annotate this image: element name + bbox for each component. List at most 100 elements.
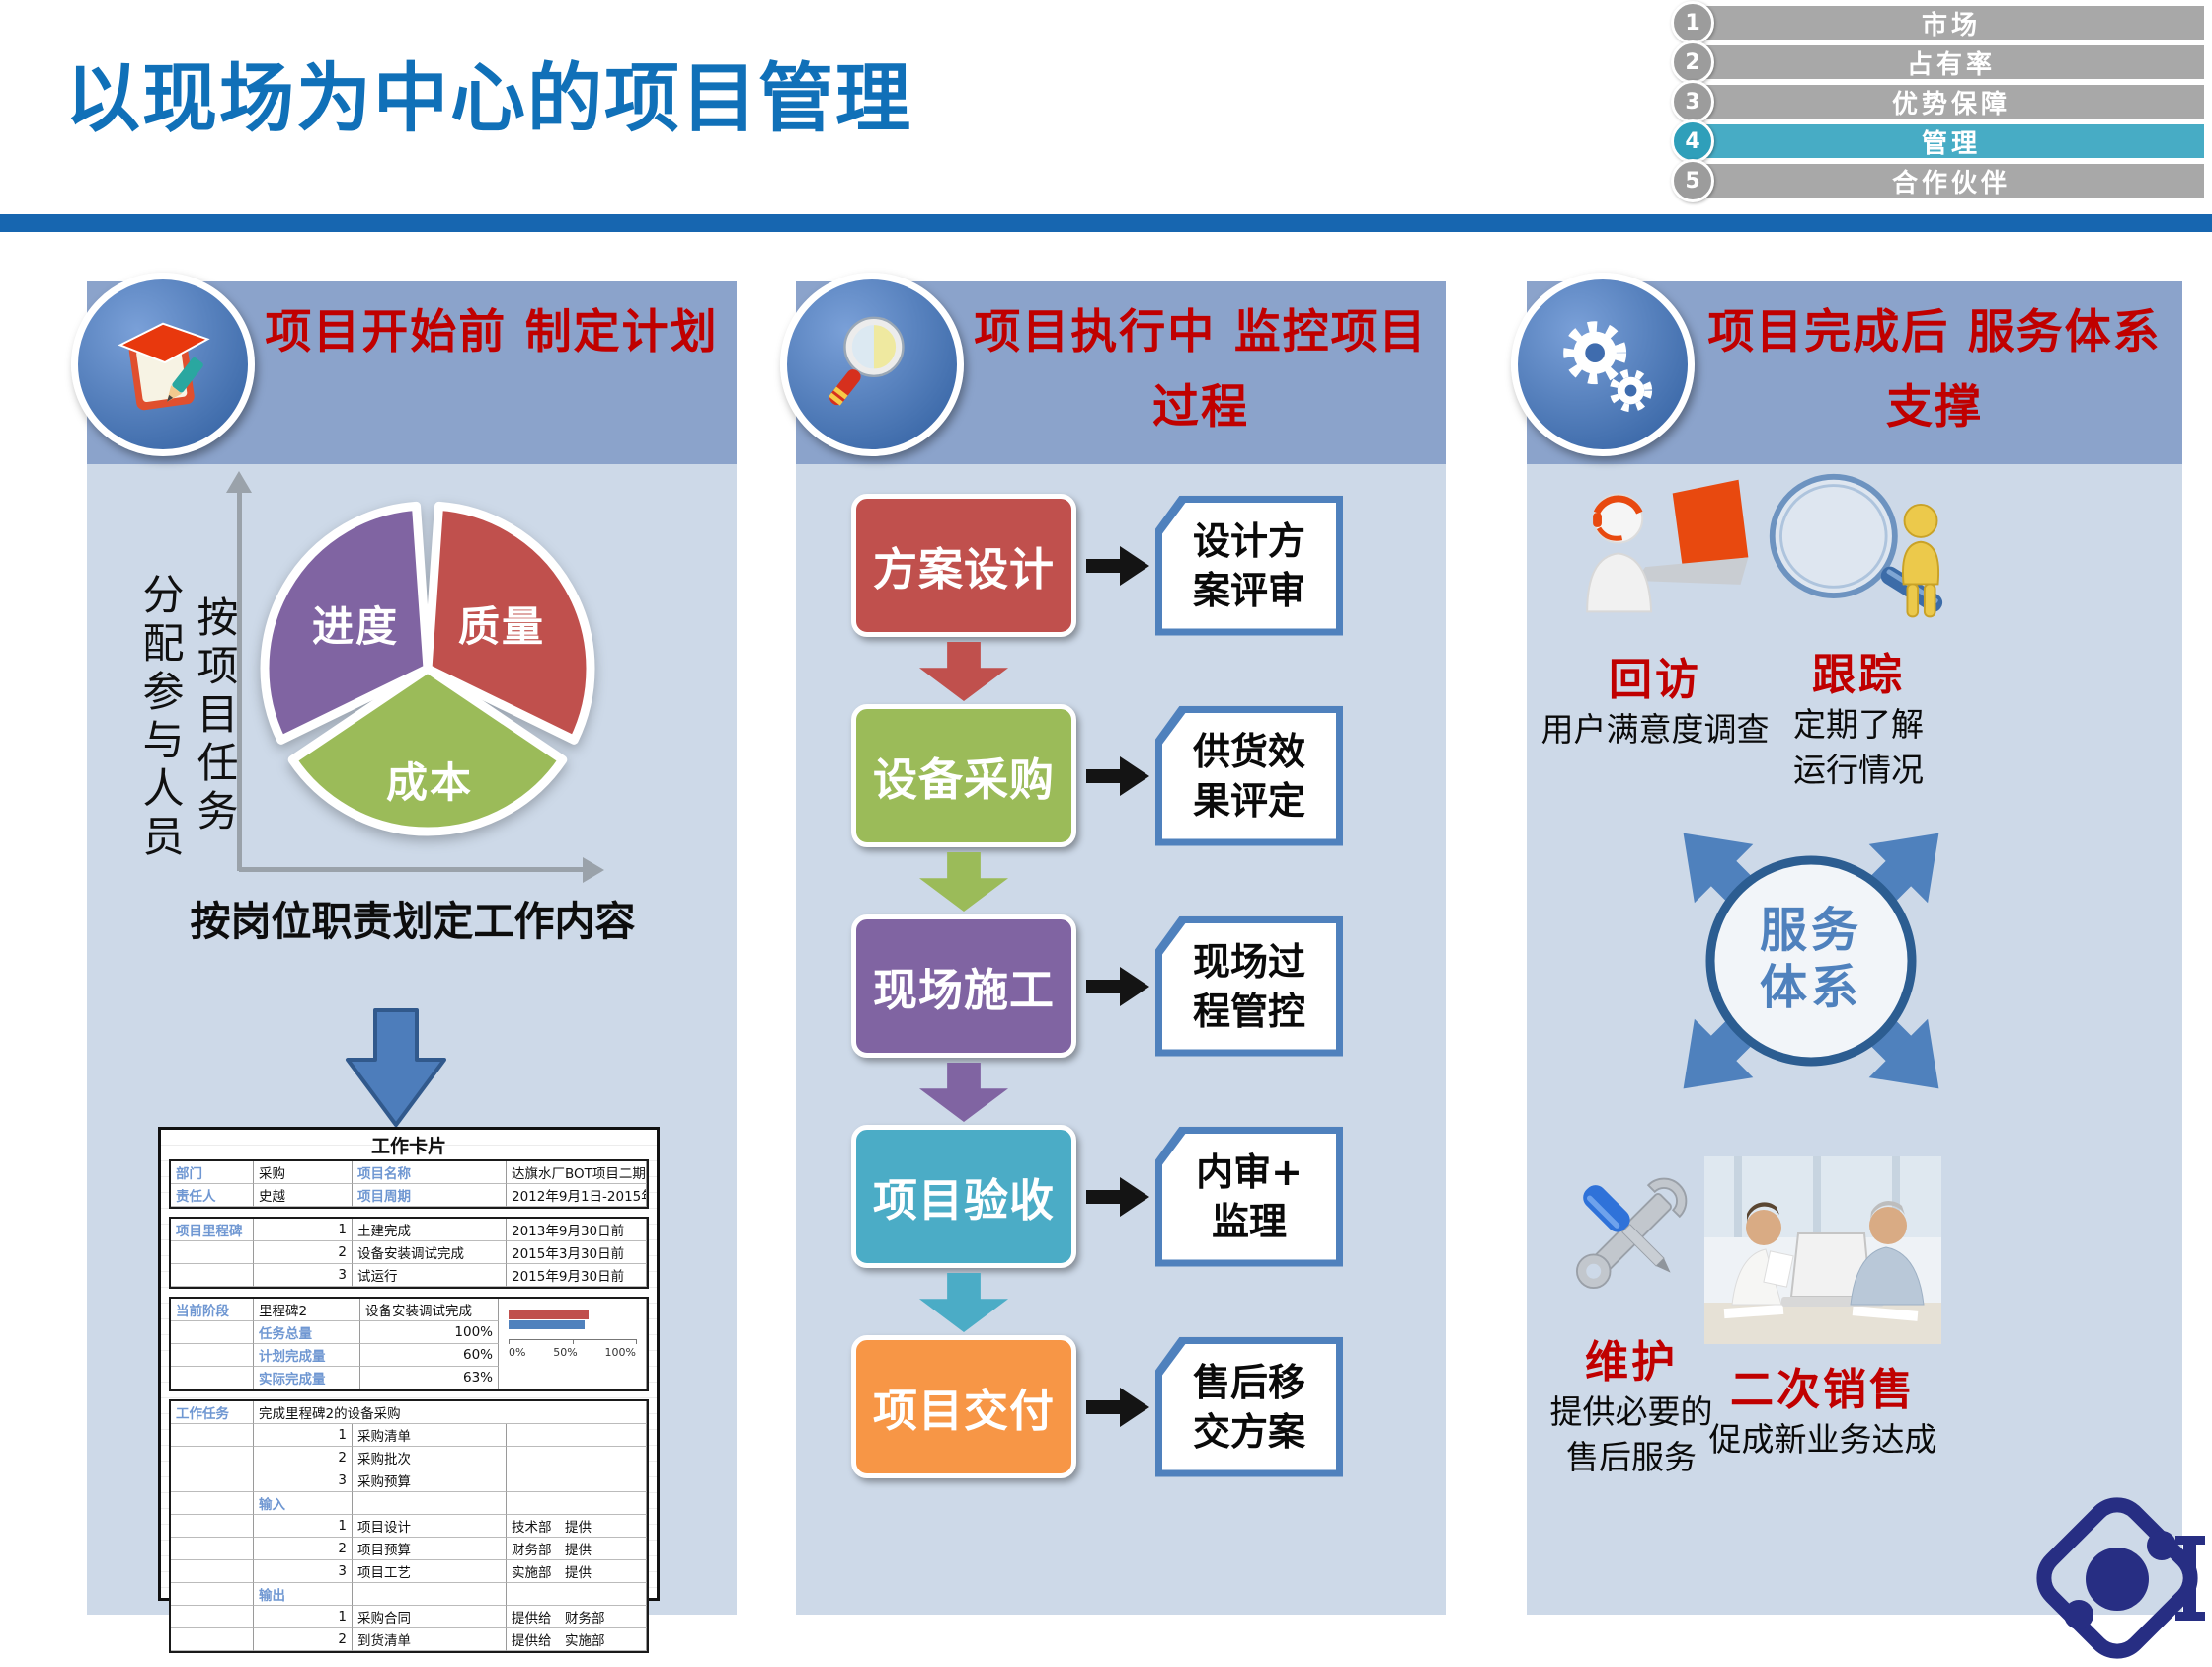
work-card-title: 工作卡片 — [370, 1136, 446, 1157]
y-axis-line — [237, 491, 242, 871]
flow-note-line: 监理 — [1211, 1199, 1287, 1243]
pie-segment-label-progress: 进度 — [311, 602, 399, 651]
work-card-cell — [507, 1469, 647, 1492]
flow-note-card: 售后移 交方案 — [1155, 1336, 1343, 1477]
page-title: 以现场为中心的项目管理 — [65, 54, 912, 142]
work-card-cell: 60% — [360, 1344, 499, 1367]
nav-item-number: 4 — [1671, 119, 1714, 163]
nav-item-number: 1 — [1671, 1, 1714, 44]
flow-note-line: 售后移 — [1192, 1360, 1305, 1404]
work-card-cell: 技术部 提供 — [507, 1515, 647, 1538]
flow-step-box: 项目验收 — [851, 1125, 1076, 1268]
flow-row-acceptance: 项目验收 内审+ 监理 — [796, 1125, 1446, 1268]
work-card-cell: 63% — [360, 1367, 499, 1389]
panel-support-title: 项目完成后 服务体系支撑 — [1695, 295, 2174, 451]
mini-chart-tick-label: 0% — [509, 1346, 526, 1359]
work-card-cell: 项目工艺 — [353, 1560, 507, 1583]
panel-plan-title: 项目开始前 制定计划 — [255, 295, 729, 451]
support-item-desc: 运行情况 — [1793, 751, 1924, 789]
service-system-label: 服务 体系 — [1712, 902, 1910, 1016]
work-card-cell — [171, 1367, 254, 1389]
support-item-visit: 回访 用户满意度调查 — [1539, 464, 1772, 753]
flow-note-line: 现场过 — [1192, 939, 1305, 984]
right-arrow-icon — [1086, 545, 1149, 586]
flow-note-card: 供货效 果评定 — [1155, 705, 1343, 846]
magnifier-icon — [780, 273, 964, 456]
nav-item-market[interactable]: 1 市场 — [1671, 1, 2204, 44]
work-card-cell: 试运行 — [353, 1264, 507, 1287]
mini-chart-bar — [509, 1320, 586, 1329]
work-card-cell: 项目里程碑 — [171, 1219, 254, 1241]
work-card-cell: 1 — [254, 1606, 353, 1628]
work-card-cell: 输入 — [254, 1492, 353, 1515]
nav-item-partners[interactable]: 5 合作伙伴 — [1671, 159, 2204, 202]
right-arrow-icon — [1086, 1176, 1149, 1217]
work-card-cell: 任务总量 — [254, 1321, 360, 1344]
nav-item-label: 占有率 — [1698, 45, 2204, 80]
work-card-cell — [171, 1321, 254, 1344]
mini-chart-bar — [509, 1310, 590, 1319]
flow-note-line: 案评审 — [1192, 568, 1305, 612]
magnifier-person-icon — [1769, 473, 1943, 618]
nav-item-label: 管理 — [1698, 124, 2204, 159]
work-card-cell: 2015年3月30日前 — [507, 1241, 647, 1264]
work-card-cell: 达旗水厂BOT项目二期 — [507, 1161, 647, 1184]
work-card-cell: 计划完成量 — [254, 1344, 360, 1367]
support-item-desc: 促成新业务达成 — [1708, 1420, 1937, 1459]
work-card-cell — [171, 1538, 254, 1560]
work-card-cell: 设备安装调试完成 — [353, 1241, 507, 1264]
pie-chart — [260, 501, 595, 836]
work-card-cell — [171, 1515, 254, 1538]
y-axis-arrowhead — [226, 471, 252, 493]
nav-item-label: 优势保障 — [1698, 85, 2204, 119]
support-item-desc: 定期了解 — [1793, 705, 1924, 744]
work-card-cell: 工作任务 — [171, 1401, 254, 1424]
work-card-cell: 采购清单 — [353, 1424, 507, 1447]
support-item-desc: 用户满意度调查 — [1540, 710, 1770, 749]
panel-plan: 项目开始前 制定计划 分配参与人员 按项目任务 进度 质量 成本 按岗位职责划定… — [71, 273, 737, 1653]
flow-note-card: 内审+ 监理 — [1155, 1126, 1343, 1267]
title-divider — [0, 214, 2212, 232]
service-system-label-line1: 服务 — [1759, 903, 1862, 958]
service-system-label-line2: 体系 — [1759, 960, 1862, 1015]
panel-monitor: 项目执行中 监控项目过程 方案设计 设计方 案评审 设备采购 供货效 果评定 现… — [780, 273, 1446, 1615]
work-card-cell: 实际完成量 — [254, 1367, 360, 1389]
notepad-pencil-icon — [71, 273, 255, 456]
work-card-cell: 1 — [254, 1515, 353, 1538]
work-card-cell: 提供给 实施部 — [507, 1628, 647, 1651]
company-logo — [2036, 1497, 2205, 1659]
work-card-cell: 1 — [254, 1424, 353, 1447]
work-card-cell: 3 — [254, 1264, 353, 1287]
panel-monitor-title-line1: 项目执行中 — [974, 305, 1217, 359]
work-card-cell — [171, 1560, 254, 1583]
flow-row-construction: 现场施工 现场过 程管控 — [796, 914, 1446, 1058]
panel-support: 项目完成后 服务体系支撑 回访 用户满意度调查 — [1511, 273, 2182, 1615]
work-card-cell: 3 — [254, 1469, 353, 1492]
nav-item-advantage[interactable]: 3 优势保障 — [1671, 80, 2204, 123]
support-item-desc: 提供必要的 — [1549, 1392, 1713, 1431]
work-card-cell — [171, 1606, 254, 1628]
support-item-title: 维护 — [1585, 1337, 1678, 1388]
work-card-cell: 2 — [254, 1241, 353, 1264]
panel-plan-title-line2: 制定计划 — [524, 305, 719, 359]
work-card-cell — [507, 1424, 647, 1447]
work-card-cell: 2012年9月1日-2015年10月31日 — [507, 1184, 647, 1207]
flow-step-box: 方案设计 — [851, 494, 1076, 637]
nav-item-management-active[interactable]: 4 管理 — [1671, 119, 2204, 163]
support-item-track: 跟踪 定期了解 运行情况 — [1738, 471, 1979, 793]
work-card-cell: 财务部 提供 — [507, 1538, 647, 1560]
support-agent-laptop-icon — [1586, 479, 1749, 613]
work-card-cell: 2 — [254, 1538, 353, 1560]
nav-item-share[interactable]: 2 占有率 — [1671, 40, 2204, 84]
work-card-cell — [171, 1424, 254, 1447]
flow-note-card: 设计方 案评审 — [1155, 495, 1343, 636]
work-card-cell: 采购预算 — [353, 1469, 507, 1492]
work-card-cell: 提供给 财务部 — [507, 1606, 647, 1628]
work-card-cell: 2015年9月30日前 — [507, 1264, 647, 1287]
work-card-cell — [171, 1583, 254, 1606]
pie-segment-label-quality: 质量 — [457, 602, 545, 651]
